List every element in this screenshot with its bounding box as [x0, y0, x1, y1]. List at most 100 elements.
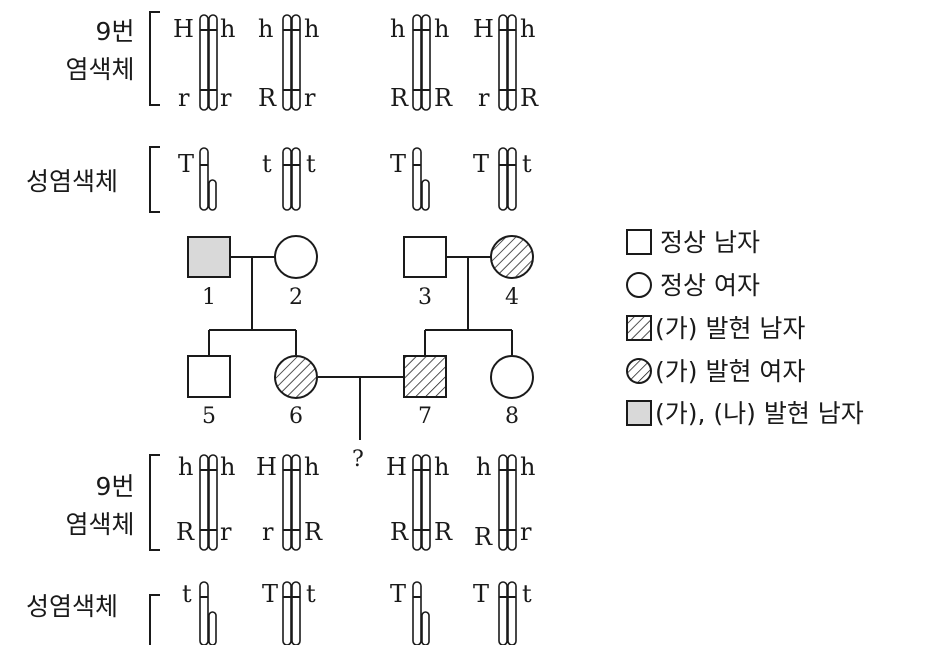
chromatid [507, 14, 517, 111]
allele: h [520, 15, 535, 43]
allele: h [220, 453, 235, 481]
chromatid [412, 14, 422, 111]
allele: h [390, 15, 405, 43]
individual-3 [403, 236, 447, 278]
x-chromosome [498, 581, 508, 645]
chr9-bottom-label-line1: 9번 [96, 472, 135, 501]
individual-2-number: 2 [289, 285, 303, 310]
legend-label: 정상 여자 [660, 271, 760, 300]
allele: t [182, 580, 192, 608]
allele: H [386, 453, 407, 481]
sex-chr-individual-7: T [390, 580, 430, 645]
row-label-sex-top: 성염색체 [26, 146, 160, 213]
legend-label: (가) 발현 남자 [655, 314, 805, 343]
allele: H [256, 453, 277, 481]
pedigree: ? 1 2 3 4 5 6 7 8 [187, 235, 534, 472]
individual-1 [187, 236, 231, 278]
x-chromosome [199, 581, 209, 645]
legend-label: (가) 발현 여자 [655, 357, 805, 386]
x-chromosome [282, 147, 292, 211]
x-chromosome [412, 581, 422, 645]
chromatid [208, 454, 218, 551]
x-chromosome [498, 147, 508, 211]
legend-square-empty-icon [626, 229, 652, 255]
allele: r [220, 84, 232, 112]
chr9-individual-7: H h R R [386, 453, 453, 551]
individual-6-number: 6 [289, 404, 303, 429]
chromatid [412, 454, 422, 551]
chromatid [291, 454, 301, 551]
allele: h [258, 15, 273, 43]
y-chromosome [421, 179, 430, 211]
allele: R [434, 518, 453, 546]
individual-4-number: 4 [505, 285, 519, 310]
allele: T [390, 580, 406, 608]
row-label-chr9-bottom: 9번 염색체 [65, 454, 160, 551]
legend-square-hatched-icon [626, 315, 652, 341]
allele: r [262, 518, 274, 546]
allele: t [262, 150, 272, 178]
chr9-bottom-label-line2: 염색체 [65, 510, 134, 539]
bracket [149, 11, 160, 106]
chr9-top-label-line1: 9번 [96, 17, 135, 46]
allele: R [390, 84, 409, 112]
chr9-individual-6: H h r R [256, 453, 323, 551]
bracket [149, 454, 160, 551]
individual-2 [274, 235, 318, 279]
sex-top-label: 성염색체 [26, 167, 118, 196]
allele: T [473, 580, 489, 608]
chromatid [498, 454, 508, 551]
chr9-individual-3: h h R R [390, 14, 453, 112]
allele: t [306, 580, 316, 608]
sex-chr-individual-8: T t [473, 580, 532, 645]
allele: H [473, 15, 494, 43]
sex-bottom-label: 성염색체 [26, 592, 118, 621]
allele: h [520, 453, 535, 481]
allele: R [258, 84, 277, 112]
sex-chr-individual-5: t [182, 580, 217, 645]
chromatid [199, 14, 209, 111]
sex-chr-individual-6: T t [262, 580, 316, 645]
individual-3-number: 3 [418, 285, 432, 310]
y-chromosome [208, 179, 217, 211]
x-chromosome [291, 581, 301, 645]
allele: R [304, 518, 323, 546]
individual-1-number: 1 [202, 285, 216, 310]
legend: 정상 남자 정상 여자 (가) 발현 남자 (가) 발현 여자 (가), (나)… [626, 228, 864, 428]
allele: r [304, 84, 316, 112]
allele: r [478, 84, 490, 112]
allele: R [520, 84, 539, 112]
allele: R [474, 523, 493, 551]
allele: R [390, 518, 409, 546]
allele: R [434, 84, 453, 112]
allele: r [520, 518, 532, 546]
legend-label: (가), (나) 발현 남자 [655, 399, 864, 428]
x-chromosome [291, 147, 301, 211]
allele: h [220, 15, 235, 43]
chr9-top-label-line2: 염색체 [65, 55, 134, 84]
bracket [149, 146, 160, 213]
x-chromosome [507, 147, 517, 211]
chromatid [421, 14, 431, 111]
row-label-sex-bottom: 성염색체 [26, 592, 160, 645]
legend-square-gray-icon [626, 400, 652, 426]
sex-chr-individual-1: T [178, 147, 217, 211]
bracket [149, 594, 160, 645]
individual-7-number: 7 [418, 404, 432, 429]
individual-7 [403, 355, 447, 398]
chromatid [291, 14, 301, 111]
individual-5-number: 5 [202, 404, 216, 429]
allele: h [476, 453, 491, 481]
y-chromosome [208, 611, 217, 645]
chromatid [282, 454, 292, 551]
chromatid [208, 14, 218, 111]
individual-8 [490, 355, 534, 399]
individual-5 [187, 355, 231, 398]
allele: h [178, 453, 193, 481]
sex-chr-individual-4: T t [473, 147, 532, 211]
allele: t [522, 150, 532, 178]
allele: T [178, 150, 194, 178]
row-label-chr9-top: 9번 염색체 [65, 11, 160, 106]
allele: h [434, 15, 449, 43]
